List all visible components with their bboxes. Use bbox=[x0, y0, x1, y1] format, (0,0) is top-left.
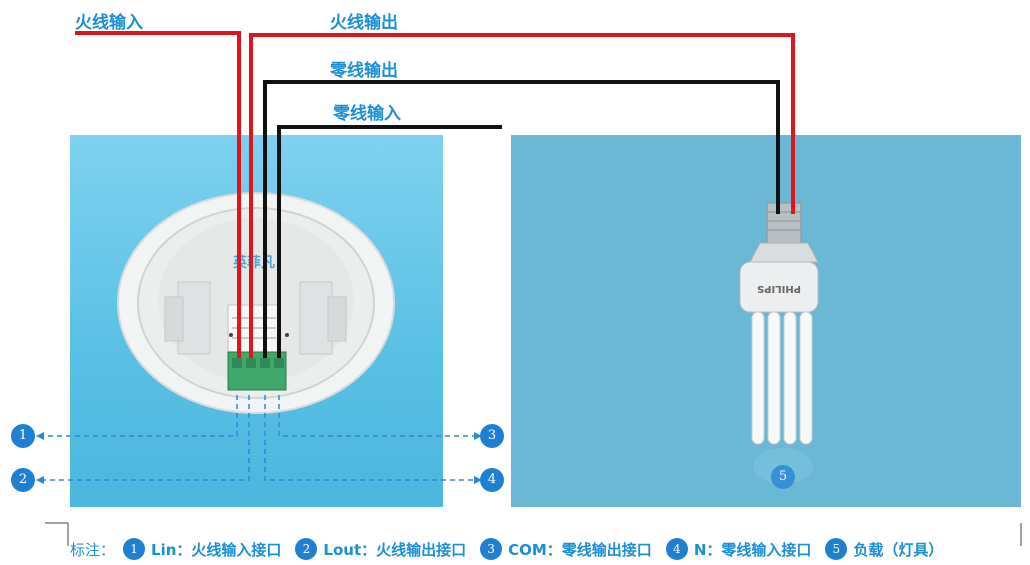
legend-item-4: 4 N：零线输入接口 bbox=[665, 538, 812, 560]
leader-lines bbox=[40, 395, 478, 481]
legend-text-1: Lin：火线输入接口 bbox=[151, 540, 282, 559]
marker-1: 1 bbox=[11, 424, 35, 448]
legend-badge-4: 4 bbox=[665, 538, 688, 560]
legend: 标注： 1 Lin：火线输入接口 2 Lout：火线输出接口 3 COM：零线输… bbox=[70, 536, 943, 562]
legend-item-3: 3 COM：零线输出接口 bbox=[480, 538, 652, 560]
legend-badge-1: 1 bbox=[123, 538, 146, 560]
legend-badge-5: 5 bbox=[825, 538, 848, 560]
live-output-label: 火线输出 bbox=[330, 13, 398, 33]
marker-5: 5 bbox=[771, 465, 795, 489]
marker-3: 3 bbox=[480, 424, 504, 448]
legend-badge-2: 2 bbox=[295, 538, 318, 560]
sensor-switch bbox=[117, 192, 395, 414]
neutral-input-label: 零线输入 bbox=[333, 104, 401, 124]
legend-title: 标注： bbox=[70, 540, 116, 559]
bulb-photo-panel bbox=[511, 135, 1021, 507]
legend-item-1: 1 Lin：火线输入接口 bbox=[123, 538, 281, 560]
neutral-input-wire bbox=[277, 125, 502, 358]
cfl-bulb bbox=[739, 202, 819, 484]
marker-2: 2 bbox=[11, 468, 35, 492]
live-output-wire bbox=[249, 33, 795, 358]
bulb-brand: PHILIPS bbox=[757, 283, 801, 294]
legend-item-5: 5 负载（灯具） bbox=[825, 538, 943, 560]
neutral-output-label: 零线输出 bbox=[330, 61, 398, 81]
legend-text-3: COM：零线输出接口 bbox=[508, 540, 652, 559]
neutral-output-wire bbox=[263, 80, 780, 358]
legend-badge-3: 3 bbox=[480, 538, 503, 560]
leader-arrows bbox=[36, 432, 482, 484]
live-input-label: 火线输入 bbox=[75, 13, 143, 33]
live-input-wire bbox=[75, 31, 241, 358]
legend-text-5: 负载（灯具） bbox=[853, 540, 944, 559]
marker-4: 4 bbox=[480, 468, 504, 492]
legend-text-4: N：零线输入接口 bbox=[693, 540, 812, 559]
legend-item-2: 2 Lout：火线输出接口 bbox=[295, 538, 466, 560]
legend-text-2: Lout：火线输出接口 bbox=[323, 540, 467, 559]
